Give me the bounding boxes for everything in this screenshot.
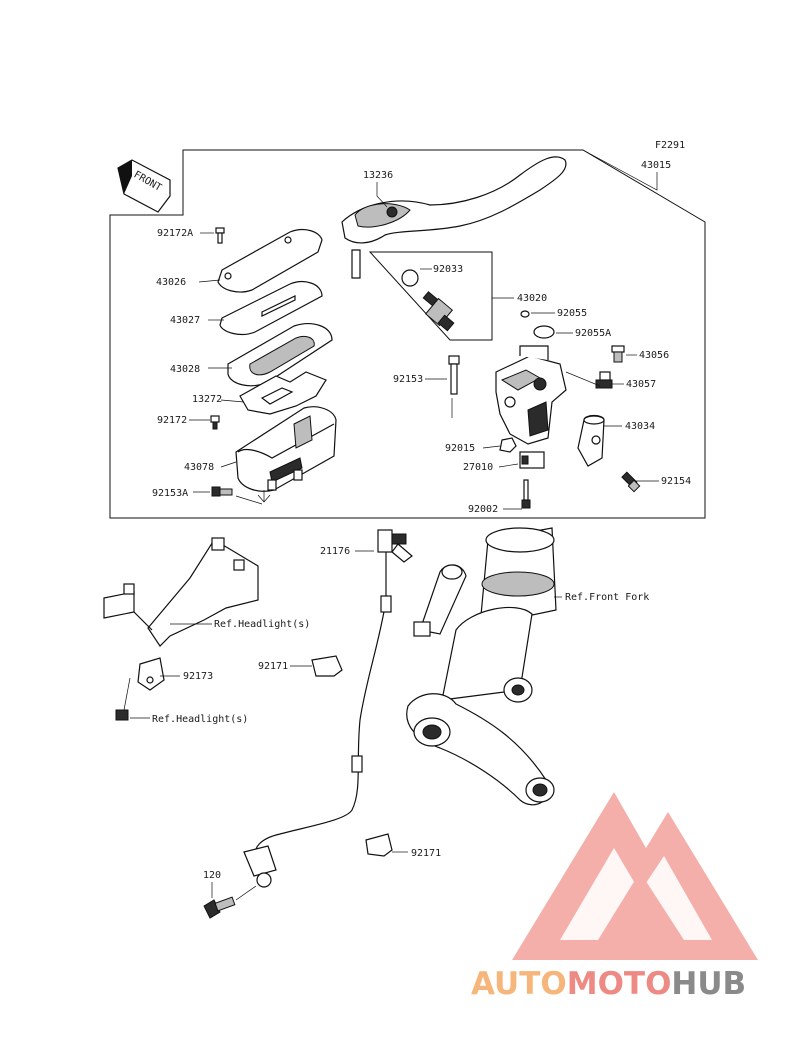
ref-headlight-1: Ref.Headlight(s) xyxy=(214,619,310,630)
nut-92015 xyxy=(499,437,517,453)
headlight-screw xyxy=(115,709,129,721)
label-43026: 43026 xyxy=(156,277,186,288)
clamp-92173 xyxy=(137,657,165,691)
watermark-text: AUTOMOTOHUB xyxy=(471,966,746,1002)
label-92173: 92173 xyxy=(183,671,213,682)
bleeder-43056 xyxy=(611,345,625,363)
label-43056: 43056 xyxy=(639,350,669,361)
screw-92153A xyxy=(211,486,233,497)
watermark-auto: AUTO xyxy=(471,966,567,1002)
sensor-connector-21176 xyxy=(377,529,413,563)
clamp-92171-a xyxy=(311,655,343,677)
reservoir-cap-43026 xyxy=(217,228,323,293)
ref-front-fork: Ref.Front Fork xyxy=(565,592,649,603)
label-43078: 43078 xyxy=(184,462,214,473)
ref-headlight-2: Ref.Headlight(s) xyxy=(152,714,248,725)
headlight-bracket xyxy=(103,537,259,647)
label-92171-b: 92171 xyxy=(411,848,441,859)
screw-92002 xyxy=(521,479,531,509)
switch-27010 xyxy=(519,451,545,469)
watermark-hub: HUB xyxy=(671,966,746,1002)
screw-92172A xyxy=(215,227,225,244)
label-43057: 43057 xyxy=(626,379,656,390)
label-92015: 92015 xyxy=(445,443,475,454)
gasket-13272 xyxy=(239,371,327,415)
label-21176: 21176 xyxy=(320,546,350,557)
screw-92172 xyxy=(210,415,220,430)
clamp-92171-b xyxy=(365,833,393,857)
label-92002: 92002 xyxy=(468,504,498,515)
piston-43020 xyxy=(422,291,455,332)
master-cylinder-frame xyxy=(109,149,706,519)
circlip-92033 xyxy=(401,269,419,287)
master-cylinder-body xyxy=(495,345,567,445)
label-43028: 43028 xyxy=(170,364,200,375)
oring-92055 xyxy=(520,310,530,318)
piston-kit-frame xyxy=(368,251,493,341)
abs-sensor-cable xyxy=(254,552,387,861)
brake-lever xyxy=(341,156,567,279)
label-92153A: 92153A xyxy=(152,488,188,499)
label-120: 120 xyxy=(203,870,221,881)
bolt-120 xyxy=(203,896,236,919)
figure-code: F2291 xyxy=(655,140,685,151)
label-43034: 43034 xyxy=(625,421,655,432)
label-92033: 92033 xyxy=(433,264,463,275)
label-92055: 92055 xyxy=(557,308,587,319)
label-13236: 13236 xyxy=(363,170,393,181)
diaphragm-43028 xyxy=(227,323,333,387)
label-92055A: 92055A xyxy=(575,328,611,339)
abs-sensor xyxy=(243,845,277,888)
label-92153: 92153 xyxy=(393,374,423,385)
label-92171-a: 92171 xyxy=(258,661,288,672)
bolt-92153 xyxy=(448,355,460,395)
label-43027: 43027 xyxy=(170,315,200,326)
bolt-92154 xyxy=(621,471,641,493)
label-92154: 92154 xyxy=(661,476,691,487)
reservoir-body-43078 xyxy=(235,406,337,492)
label-27010: 27010 xyxy=(463,462,493,473)
cable-grommet-1 xyxy=(380,595,392,613)
plate-43027 xyxy=(219,281,323,336)
clamp-43034 xyxy=(577,414,605,467)
front-arrow-icon: FRONT xyxy=(117,159,171,213)
front-fork xyxy=(406,527,557,806)
cable-grommet-2 xyxy=(351,755,363,773)
label-13272: 13272 xyxy=(192,394,222,405)
assembly-number: 43015 xyxy=(641,160,671,171)
oring-92055A xyxy=(533,325,555,339)
watermark-moto: MOTO xyxy=(567,966,672,1002)
label-43020: 43020 xyxy=(517,293,547,304)
label-92172: 92172 xyxy=(157,415,187,426)
label-92172A: 92172A xyxy=(157,228,193,239)
automotohub-logo xyxy=(512,792,758,960)
